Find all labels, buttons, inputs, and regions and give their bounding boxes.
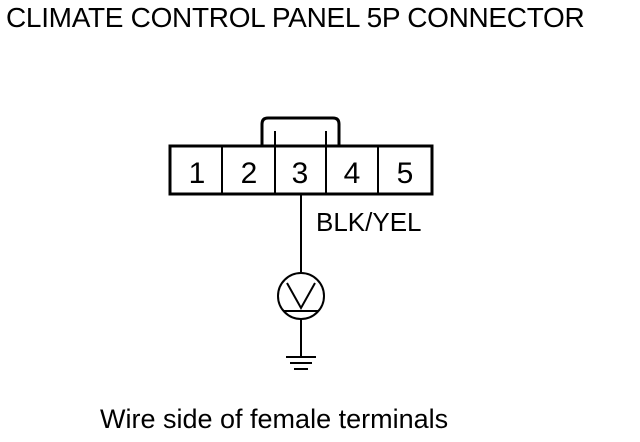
terminal-3-label: 3: [292, 157, 309, 190]
connector-housing: [168, 144, 434, 196]
terminal-1-label: 1: [189, 157, 206, 190]
terminal-5-label: 5: [397, 157, 414, 190]
terminal-4-label: 4: [344, 157, 361, 190]
diagram-title: CLIMATE CONTROL PANEL 5P CONNECTOR: [6, 2, 585, 33]
terminal-2: 2: [241, 157, 258, 190]
diagram-caption: Wire side of female terminals: [100, 404, 449, 434]
terminal-1: 1: [189, 157, 206, 190]
terminal-5: 5: [397, 157, 414, 190]
ground-symbol-icon: [286, 356, 316, 370]
connector-lock-tab: [260, 116, 341, 146]
wire-color-label: BLK/YEL: [316, 207, 422, 237]
terminal-4: 4: [344, 157, 361, 190]
voltmeter-icon: [277, 272, 325, 320]
terminal-3: 3: [292, 157, 309, 190]
terminal-2-label: 2: [241, 157, 258, 190]
